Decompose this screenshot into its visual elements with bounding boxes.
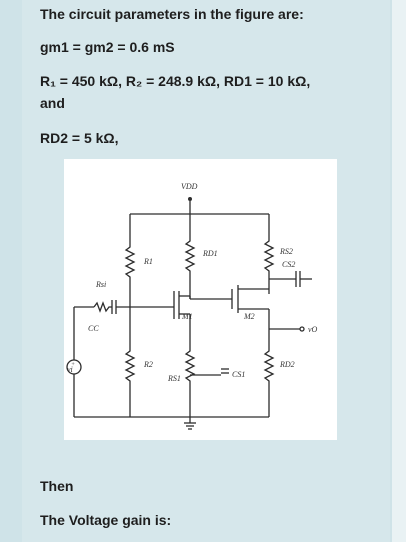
rd1-label: RD1 — [202, 249, 218, 258]
heading: The circuit parameters in the figure are… — [40, 6, 304, 22]
and-text: and — [40, 95, 65, 111]
right-edge — [392, 0, 406, 542]
r1-label: R1 — [143, 257, 153, 266]
vdd-node — [188, 197, 192, 201]
rs1-label: RS1 — [167, 374, 181, 383]
gm-values: gm1 = gm2 = 0.6 mS — [40, 39, 175, 55]
r2-label: R2 — [143, 360, 153, 369]
rsi-label: Rsi — [95, 280, 106, 289]
output-node — [299, 326, 305, 332]
m1-label: M1 — [181, 312, 193, 321]
rd1-resistor — [184, 214, 196, 299]
rd2-value: RD2 = 5 kΩ, — [40, 130, 119, 146]
resistor-values: R₁ = 450 kΩ, R₂ = 248.9 kΩ, RD1 = 10 kΩ, — [40, 73, 311, 89]
rd2-label: RD2 — [279, 360, 295, 369]
vi-label: vi — [67, 365, 73, 374]
then-text: Then — [40, 478, 74, 494]
m2-label: M2 — [243, 312, 255, 321]
r1-resistor — [124, 214, 136, 307]
cs2-label: CS2 — [282, 260, 295, 269]
r2-resistor — [124, 307, 136, 417]
vo-label: vO — [308, 325, 318, 334]
rsi-resistor — [93, 301, 112, 313]
vdd-label: VDD — [181, 182, 198, 191]
rd2-resistor — [263, 309, 275, 417]
question-text: The Voltage gain is: — [40, 512, 172, 528]
cc-label: CC — [88, 324, 99, 333]
circuit-schematic: VDD R1 RD1 RS2 vi + Rsi CC R2 — [66, 182, 318, 430]
source-plus-sign: + — [71, 362, 75, 368]
rs1-resistor — [184, 314, 196, 417]
cs1-label: CS1 — [232, 370, 245, 379]
rs2-label: RS2 — [279, 247, 293, 256]
circuit-figure: VDD R1 RD1 RS2 vi + Rsi CC R2 — [64, 159, 337, 440]
rs2-resistor — [263, 214, 275, 294]
